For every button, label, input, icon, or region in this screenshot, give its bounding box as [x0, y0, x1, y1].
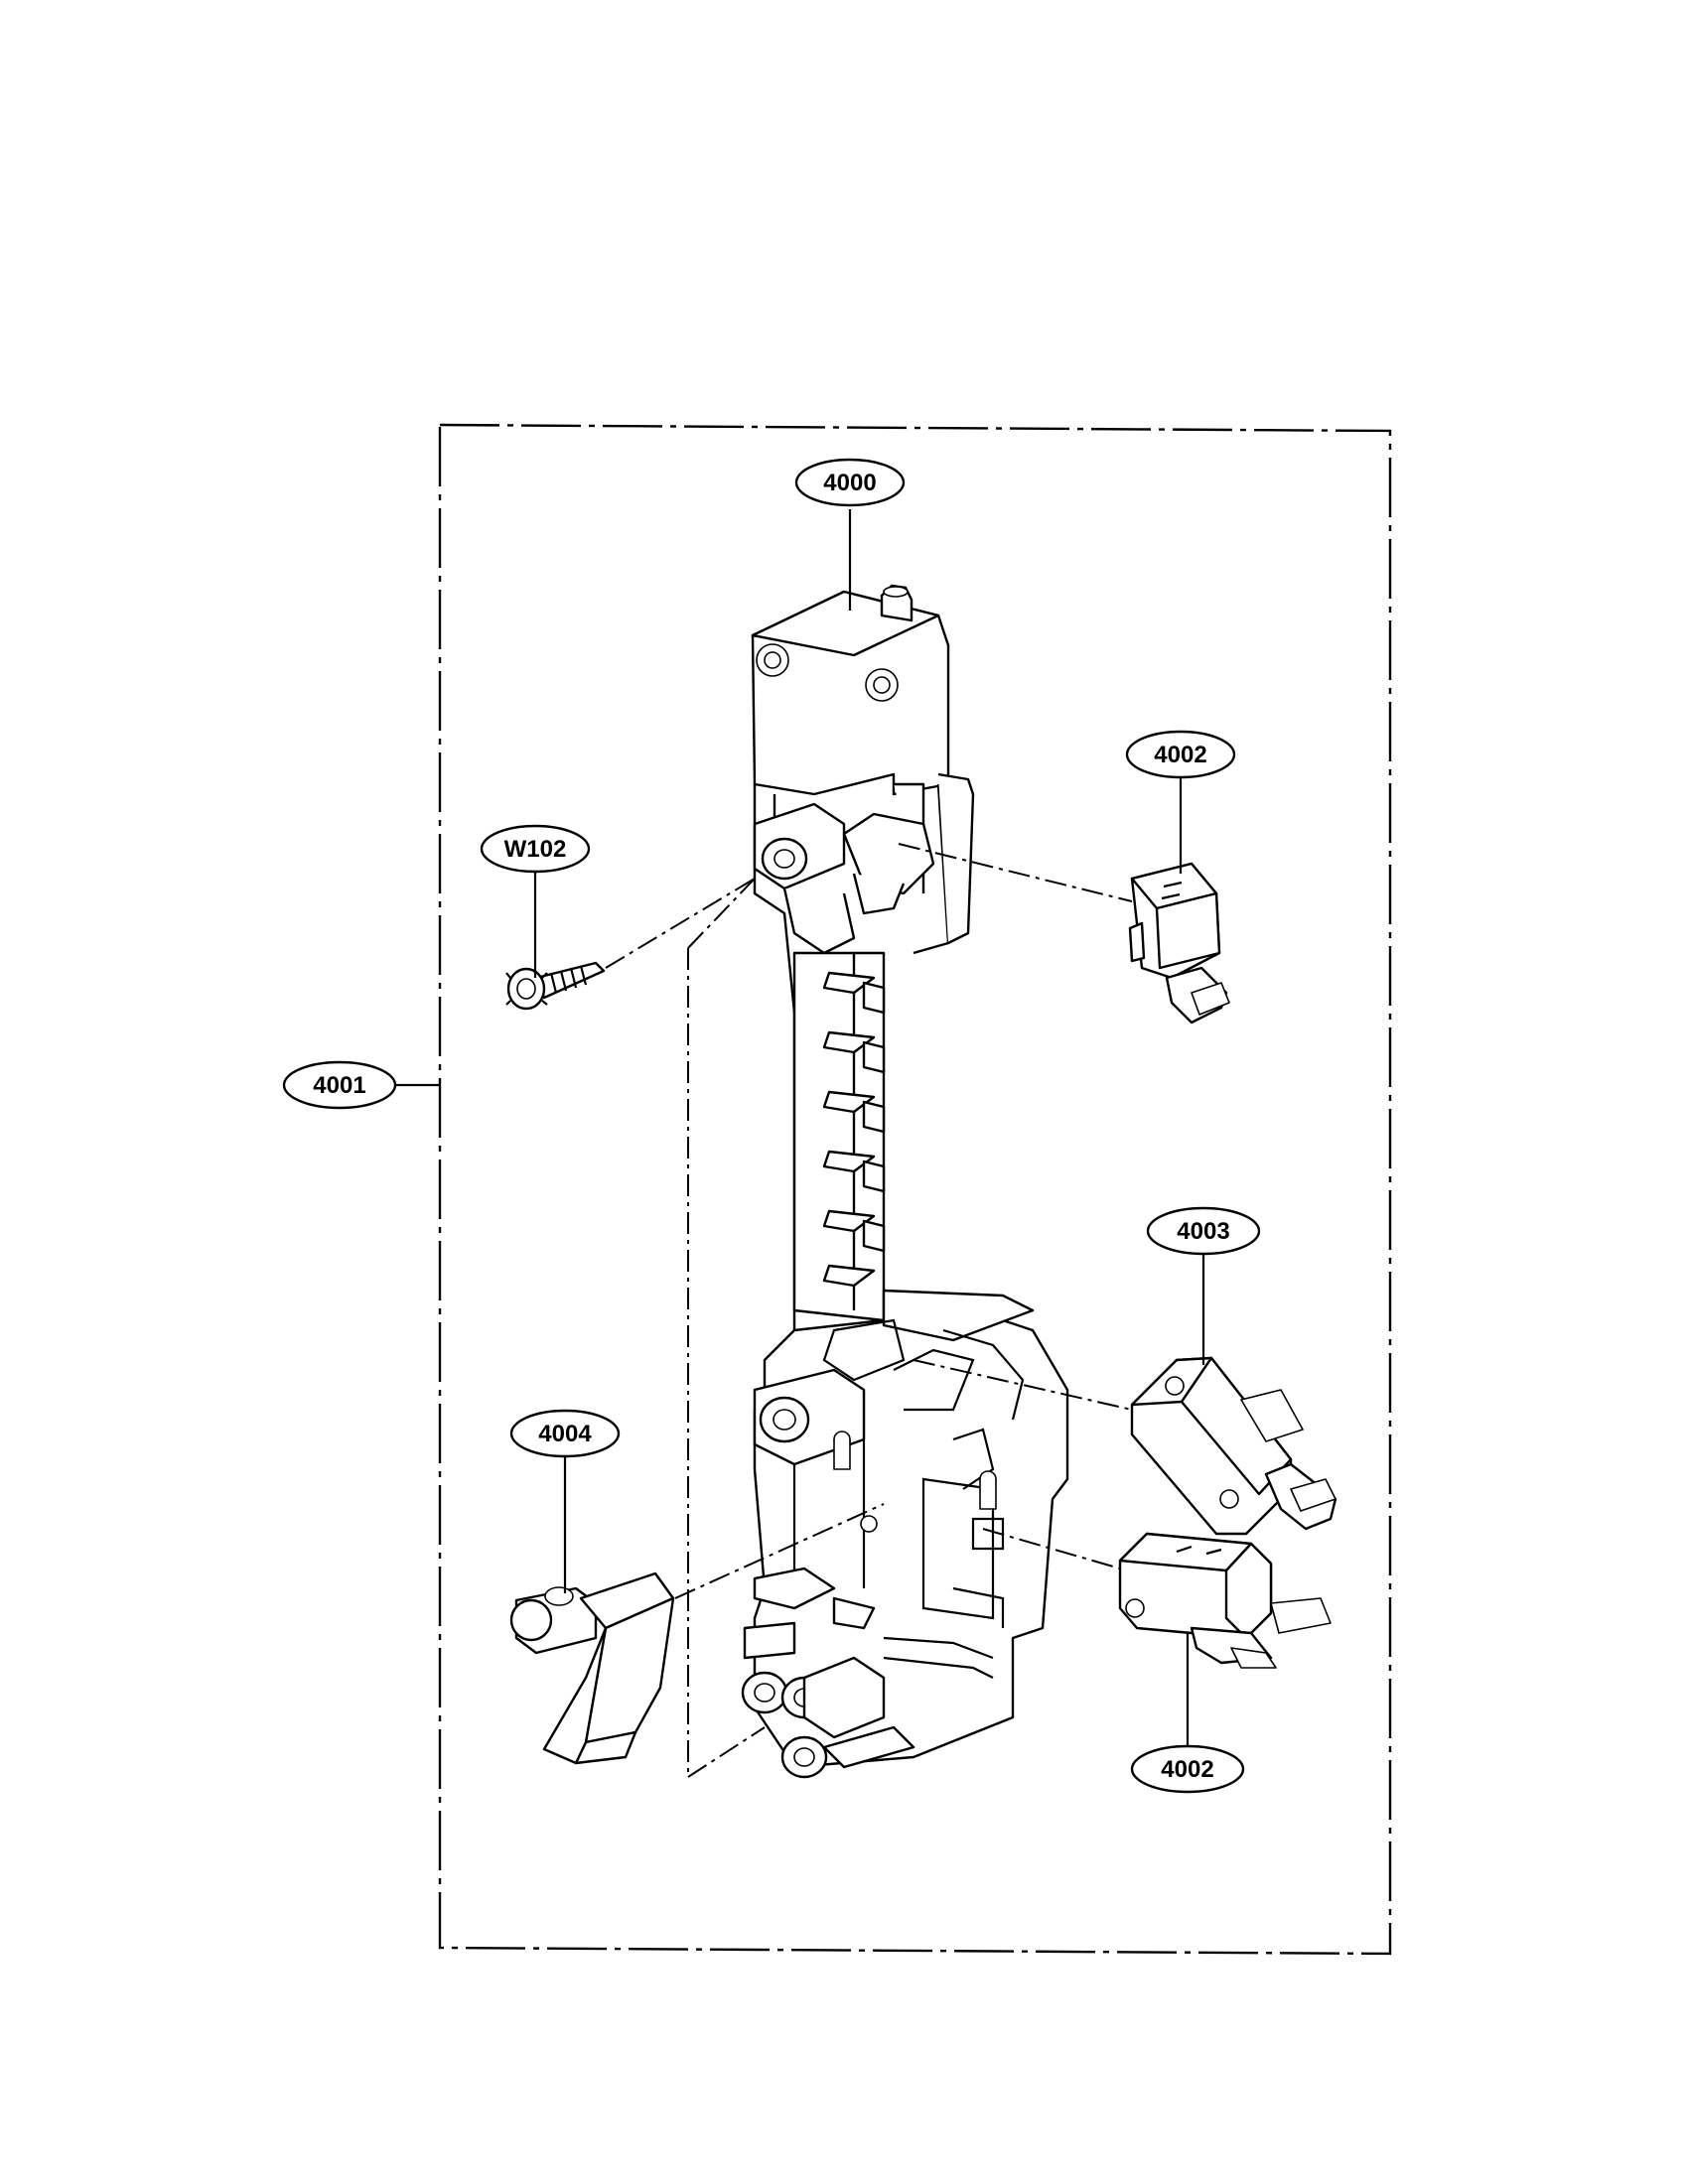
align-line-switch-bottom: [982, 1528, 1121, 1570]
callout-4003: 4003: [1146, 1206, 1261, 1256]
align-line-upper-bracket: [687, 878, 756, 949]
callout-4002-bottom: 4002: [1130, 1744, 1245, 1794]
callout-4002-top: 4002: [1125, 730, 1236, 779]
svg-text:4002: 4002: [1161, 1756, 1213, 1783]
part-4000-door-latch-frame: [741, 584, 1069, 1779]
part-4002-switch-top: [1128, 862, 1230, 1024]
callout-4004: 4004: [509, 1409, 621, 1458]
callout-4001: 4001: [282, 1060, 397, 1110]
callout-4000: 4000: [794, 458, 906, 507]
part-4002-switch-bottom: [1118, 1532, 1332, 1669]
align-line-bottom-boss: [687, 1726, 766, 1778]
part-w102-screw: [505, 961, 606, 1011]
svg-text:4001: 4001: [313, 1072, 365, 1099]
assembly-boundary: [438, 423, 1392, 1956]
part-4003-switch-middle: [1130, 1356, 1337, 1536]
svg-text:W102: W102: [504, 836, 567, 863]
callout-w102: W102: [480, 824, 591, 874]
align-line-lever: [674, 1503, 885, 1599]
svg-text:4002: 4002: [1154, 742, 1206, 768]
align-line-screw: [605, 878, 756, 969]
svg-text:4003: 4003: [1177, 1218, 1229, 1245]
svg-text:4000: 4000: [823, 470, 876, 496]
align-line-switch-top: [898, 843, 1133, 902]
part-4004-latch-lever: [509, 1571, 675, 1765]
svg-text:4004: 4004: [538, 1421, 592, 1447]
